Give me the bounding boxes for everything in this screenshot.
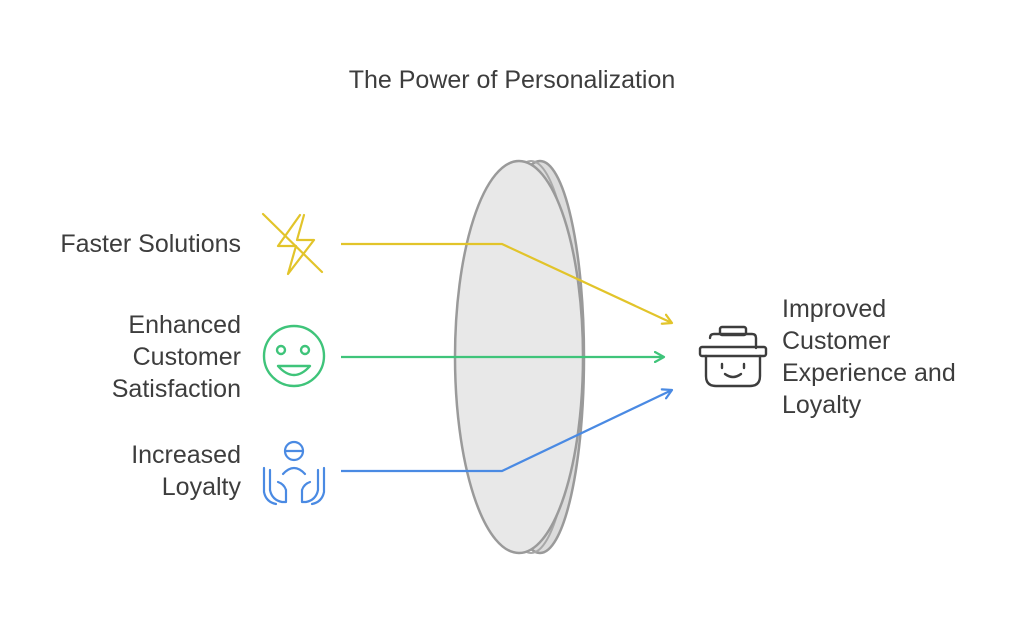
- arrow-faster-solutions: [341, 242, 672, 323]
- input-label-increased-loyalty: Increased Loyalty: [131, 439, 241, 503]
- input-label-faster-solutions: Faster Solutions: [60, 228, 241, 260]
- input-label-line: Loyalty: [161, 473, 241, 501]
- output-label-improved-customer-experience: Improved Customer Experience and Loyalty: [782, 293, 956, 421]
- input-label-line: Enhanced: [128, 311, 241, 339]
- hands-supporting-person-icon: [262, 440, 326, 506]
- arrow-increased-loyalty: [341, 390, 672, 473]
- input-label-line: Customer: [132, 343, 241, 371]
- output-label-line: Customer: [782, 327, 891, 355]
- diagram-title: The Power of Personalization: [348, 66, 676, 94]
- output-label-line: Improved: [782, 295, 887, 323]
- input-label-line: Increased: [131, 441, 241, 469]
- smiley-face-icon: [262, 324, 326, 388]
- input-label-line: Faster Solutions: [60, 230, 241, 258]
- basket-smile-icon: [698, 325, 768, 388]
- output-label-line: Experience and: [782, 359, 956, 387]
- lightning-off-icon: [261, 212, 324, 276]
- output-label-line: Loyalty: [782, 391, 862, 419]
- input-label-enhanced-customer-satisfaction: Enhanced Customer Satisfaction: [112, 309, 241, 405]
- input-label-line: Satisfaction: [111, 375, 241, 403]
